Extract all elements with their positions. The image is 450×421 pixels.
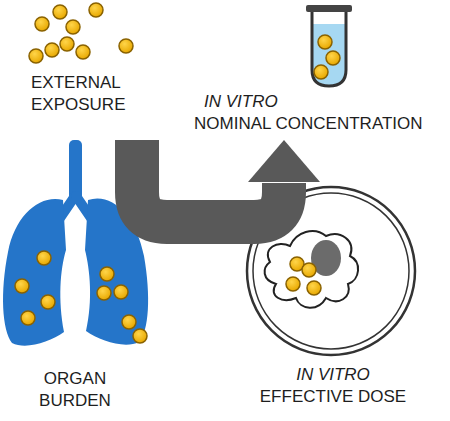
particle-cluster <box>29 3 133 63</box>
caption-text: IN VITRO <box>245 364 421 386</box>
tube-outline <box>312 10 346 86</box>
caption-text: NOMINAL CONCENTRATION <box>190 113 448 135</box>
tube-rim <box>306 5 352 12</box>
particle <box>15 279 29 293</box>
particle <box>89 3 103 17</box>
particle-cluster <box>286 257 321 295</box>
tube-liquid <box>312 24 346 86</box>
particle <box>122 315 136 329</box>
test-tube <box>306 5 352 86</box>
flow-arrow <box>137 140 320 222</box>
particle <box>45 43 59 57</box>
particle <box>307 281 321 295</box>
particle <box>37 251 51 265</box>
particle <box>286 277 300 291</box>
particle <box>29 49 43 63</box>
particle <box>66 20 80 34</box>
particle <box>76 45 90 59</box>
caption-text: ORGAN BURDEN <box>30 368 120 412</box>
particle <box>21 311 35 325</box>
particle <box>97 286 111 300</box>
particle <box>133 329 147 343</box>
particle <box>326 51 340 65</box>
particle <box>35 17 49 31</box>
particle-cluster <box>314 35 340 79</box>
cell <box>265 231 358 308</box>
particle <box>119 39 133 53</box>
arrow-head <box>248 140 320 182</box>
particle <box>318 35 332 49</box>
labelled-illustration: ORGAN BURDEN <box>20 368 130 416</box>
caption-text: IN VITRO <box>190 88 448 113</box>
labelled-illustration: IN VITRONOMINAL CONCENTRATION <box>190 88 448 140</box>
labelled-illustration: IN VITROEFFECTIVE DOSE <box>245 364 421 414</box>
particle <box>60 37 74 51</box>
particle <box>100 267 114 281</box>
left-lung <box>3 199 66 346</box>
particle <box>41 295 55 309</box>
particle <box>302 263 316 277</box>
particle <box>314 65 328 79</box>
particle-cluster <box>15 251 147 343</box>
caption-text: EXTERNAL EXPOSURE <box>28 70 128 116</box>
caption-text: EFFECTIVE DOSE <box>245 386 421 408</box>
particle <box>114 285 128 299</box>
labelled-illustration: EXTERNAL EXPOSURE <box>28 70 163 140</box>
particle <box>53 5 67 19</box>
